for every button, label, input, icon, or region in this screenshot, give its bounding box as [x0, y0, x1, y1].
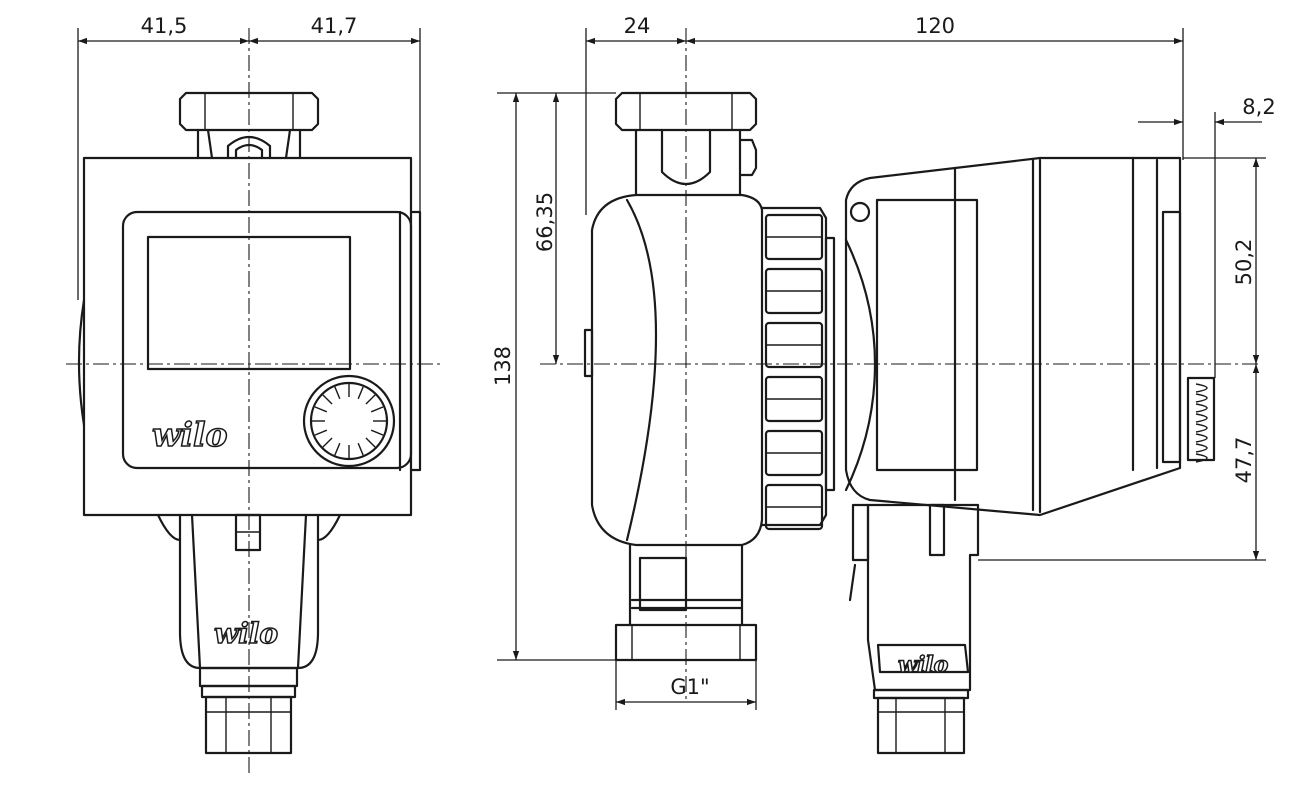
front-lower-logo: wilo [214, 617, 278, 650]
side-view: wilo [540, 28, 1260, 755]
dim-right-half-width: 41,7 [311, 14, 358, 38]
dim-total-height: 138 [491, 346, 515, 386]
front-view: wilo wilo [66, 28, 442, 776]
terminal-connector [1186, 376, 1216, 463]
dim-lower-height: 47,7 [1232, 437, 1256, 484]
side-top-union-nut [614, 91, 758, 132]
coupling-ring [760, 206, 836, 531]
dim-terminal-offset: 8,2 [1242, 95, 1275, 119]
side-display-panel [875, 198, 979, 472]
dim-body-length: 120 [915, 14, 955, 38]
electrical-box-side [866, 503, 980, 692]
pump-head-body [590, 193, 764, 547]
dim-pipe-offset: 24 [624, 14, 651, 38]
dim-center-to-top: 66,35 [533, 192, 557, 252]
dim-upper-height: 50,2 [1232, 239, 1256, 286]
side-box-logo: wilo [898, 652, 948, 678]
dimensions: 41,5 41,7 24 120 8,2 66,35 138 50,2 47,7 [77, 14, 1276, 710]
dim-left-half-width: 41,5 [141, 14, 188, 38]
motor-casing [844, 156, 1182, 517]
top-union-nut [178, 91, 320, 132]
dim-thread: G1" [670, 675, 709, 699]
control-panel [121, 210, 413, 470]
control-knob [302, 374, 396, 468]
cable-gland-side [872, 688, 970, 700]
front-logo: wilo [152, 415, 228, 454]
